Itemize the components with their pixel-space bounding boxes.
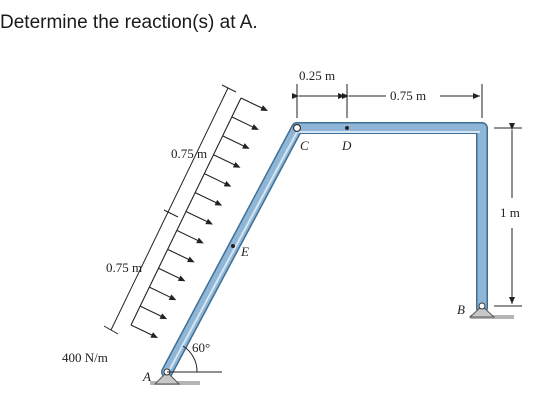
- dim-db-label: 0.75 m: [390, 88, 426, 103]
- inclined-dimension-lines: [103, 84, 237, 335]
- angle-indicator: [167, 345, 222, 373]
- problem-question: Determine the reaction(s) at A.: [0, 12, 258, 33]
- load-arrowhead: [251, 124, 259, 130]
- load-arrows: [130, 97, 268, 338]
- support-a: [153, 368, 181, 385]
- load-arrowhead: [177, 275, 186, 282]
- load-arrowhead: [214, 199, 223, 206]
- load-arrowhead: [242, 143, 250, 149]
- load-arrow: [149, 286, 172, 299]
- load-arrowhead: [150, 332, 158, 338]
- load-arrow: [213, 154, 236, 166]
- point-b-label: B: [457, 302, 465, 317]
- point-d: [345, 126, 349, 130]
- height-dimension: [494, 123, 522, 307]
- distributed-load: [130, 97, 268, 338]
- joint-c: [292, 123, 302, 133]
- support-b: [468, 302, 496, 318]
- load-arrowhead: [168, 294, 177, 301]
- frame-member: [161, 122, 488, 378]
- load-arrowhead: [196, 237, 204, 244]
- load-arrow: [222, 135, 245, 147]
- point-a-label: A: [142, 369, 151, 384]
- load-arrow: [158, 267, 181, 280]
- load-arrow: [194, 192, 218, 204]
- load-arrow: [204, 173, 227, 185]
- load-arrow: [240, 97, 263, 109]
- load-arrowhead: [223, 180, 232, 187]
- top-dimensions: [292, 84, 483, 118]
- load-arrowhead: [187, 256, 195, 263]
- load-arrow: [139, 305, 163, 317]
- point-d-label: D: [341, 138, 352, 153]
- load-arrowhead: [232, 161, 241, 168]
- load-arrow: [231, 116, 254, 128]
- load-arrowhead: [260, 105, 268, 111]
- load-arrow: [176, 229, 199, 242]
- point-e: [231, 244, 235, 248]
- load-arrow: [167, 248, 190, 261]
- point-c-label: C: [300, 138, 309, 153]
- dim-upper-inclined-label: 0.75 m: [171, 146, 207, 161]
- dim-height-label: 1 m: [500, 205, 520, 220]
- load-arrow: [185, 211, 208, 223]
- pin-support-icon: [468, 305, 496, 318]
- dim-cd-label: 0.25 m: [299, 68, 335, 83]
- load-arrowhead: [205, 218, 213, 225]
- dim-lower-inclined-label: 0.75 m: [106, 260, 142, 275]
- load-arrow: [130, 324, 153, 336]
- load-label: 400 N/m: [62, 350, 108, 365]
- point-e-label: E: [240, 244, 249, 259]
- angle-label: 60°: [192, 340, 210, 355]
- pin-support-icon: [153, 371, 181, 385]
- load-arrowhead: [159, 313, 168, 320]
